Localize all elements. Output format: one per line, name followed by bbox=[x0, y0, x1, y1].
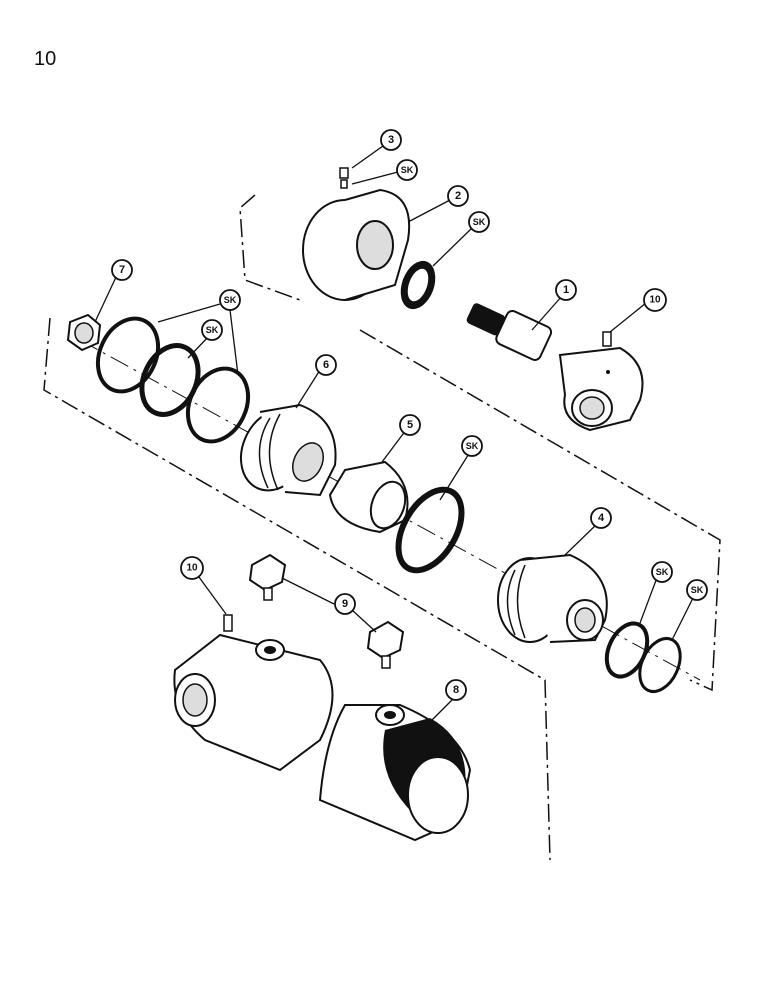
seal-ring-3 bbox=[185, 366, 251, 444]
leader-5 bbox=[381, 429, 407, 463]
callout-sk-ring1: SK bbox=[224, 295, 237, 305]
callout-circle-1 bbox=[555, 279, 577, 301]
spacer-part-5 bbox=[328, 460, 409, 534]
callout-circle-2 bbox=[447, 185, 469, 207]
leader-6 bbox=[295, 369, 321, 409]
callout-8: 8 bbox=[453, 684, 459, 696]
callout-sk-ring6: SK bbox=[691, 585, 704, 595]
callout-circle-8 bbox=[445, 679, 467, 701]
nut-part-7 bbox=[66, 313, 102, 352]
leader-4 bbox=[564, 522, 599, 556]
callout-circle-sk-ring6 bbox=[686, 579, 708, 601]
grease-fitting-lower bbox=[223, 614, 233, 632]
leader-sk-ring4 bbox=[439, 451, 471, 501]
callout-10b: 10 bbox=[186, 563, 198, 574]
hydraulic-fitting-upper bbox=[248, 553, 287, 601]
callout-9: 9 bbox=[342, 598, 348, 610]
leader-3 bbox=[351, 145, 384, 169]
callout-sk-ring2: SK bbox=[206, 325, 219, 335]
leader-sk-ring5 bbox=[639, 574, 659, 624]
leader-9b bbox=[351, 609, 377, 633]
seal-ring-2 bbox=[139, 343, 201, 417]
seal-ring-6 bbox=[638, 637, 682, 693]
callout-4: 4 bbox=[598, 512, 605, 524]
rod-part-1 bbox=[466, 303, 553, 361]
leader-sk-gland bbox=[432, 227, 473, 267]
leader-sk-ring6 bbox=[671, 593, 696, 641]
callout-circle-6 bbox=[315, 354, 337, 376]
leader-sk-ring3 bbox=[229, 309, 239, 376]
callout-circle-5 bbox=[399, 414, 421, 436]
leader-9a bbox=[281, 577, 335, 605]
callout-circle-sk-gland bbox=[468, 211, 490, 233]
leader-7 bbox=[94, 274, 118, 323]
callout-circle-sk-ring2 bbox=[201, 319, 223, 341]
leader-sk-ring1 bbox=[157, 303, 221, 323]
leader-sk-screw bbox=[351, 171, 399, 185]
callout-6: 6 bbox=[323, 359, 329, 371]
barrel-tube-part-8 bbox=[318, 704, 472, 842]
callout-10a: 10 bbox=[649, 295, 661, 306]
callout-3: 3 bbox=[388, 134, 394, 146]
callout-sk-ring4: SK bbox=[466, 441, 479, 451]
leader-1 bbox=[531, 295, 563, 331]
callout-circle-10b bbox=[180, 556, 204, 580]
leader-8 bbox=[429, 695, 457, 723]
rod-eye bbox=[558, 346, 644, 432]
lower-group-outline bbox=[43, 317, 551, 861]
callout-2: 2 bbox=[455, 190, 461, 202]
callout-circle-sk-screw bbox=[396, 159, 418, 181]
grease-fitting-upper bbox=[602, 331, 612, 347]
callout-circle-4 bbox=[590, 507, 612, 529]
callout-circle-10a bbox=[643, 288, 667, 312]
callout-circle-9 bbox=[334, 593, 356, 615]
seal-ring-4 bbox=[395, 486, 465, 574]
piston-part-6 bbox=[239, 403, 337, 497]
callout-sk-ring5: SK bbox=[656, 567, 669, 577]
callout-sk-screw: SK bbox=[401, 165, 414, 175]
callout-sk-gland: SK bbox=[473, 217, 486, 227]
callout-circle-sk-ring4 bbox=[461, 435, 483, 457]
upper-group-outline bbox=[239, 194, 721, 692]
seal-ring-gland bbox=[400, 260, 436, 310]
callout-circle-7 bbox=[111, 259, 133, 281]
page-number: 10 bbox=[34, 48, 57, 70]
barrel-base-end bbox=[173, 633, 334, 772]
leader-2 bbox=[407, 199, 451, 223]
leader-10a bbox=[609, 302, 647, 333]
callout-circle-sk-ring5 bbox=[651, 561, 673, 583]
callout-circle-3 bbox=[380, 129, 402, 151]
seal-ring-1 bbox=[95, 316, 161, 394]
callout-7: 7 bbox=[119, 264, 125, 276]
hydraulic-fitting-lower bbox=[366, 620, 405, 669]
set-screw-part-3 bbox=[339, 167, 349, 189]
leader-10b bbox=[195, 572, 227, 615]
callout-circle-sk-ring1 bbox=[219, 289, 241, 311]
callout-1: 1 bbox=[563, 284, 569, 296]
piston-head-part-4 bbox=[497, 553, 608, 643]
gland-part-2 bbox=[302, 188, 411, 301]
callout-5: 5 bbox=[407, 419, 413, 431]
